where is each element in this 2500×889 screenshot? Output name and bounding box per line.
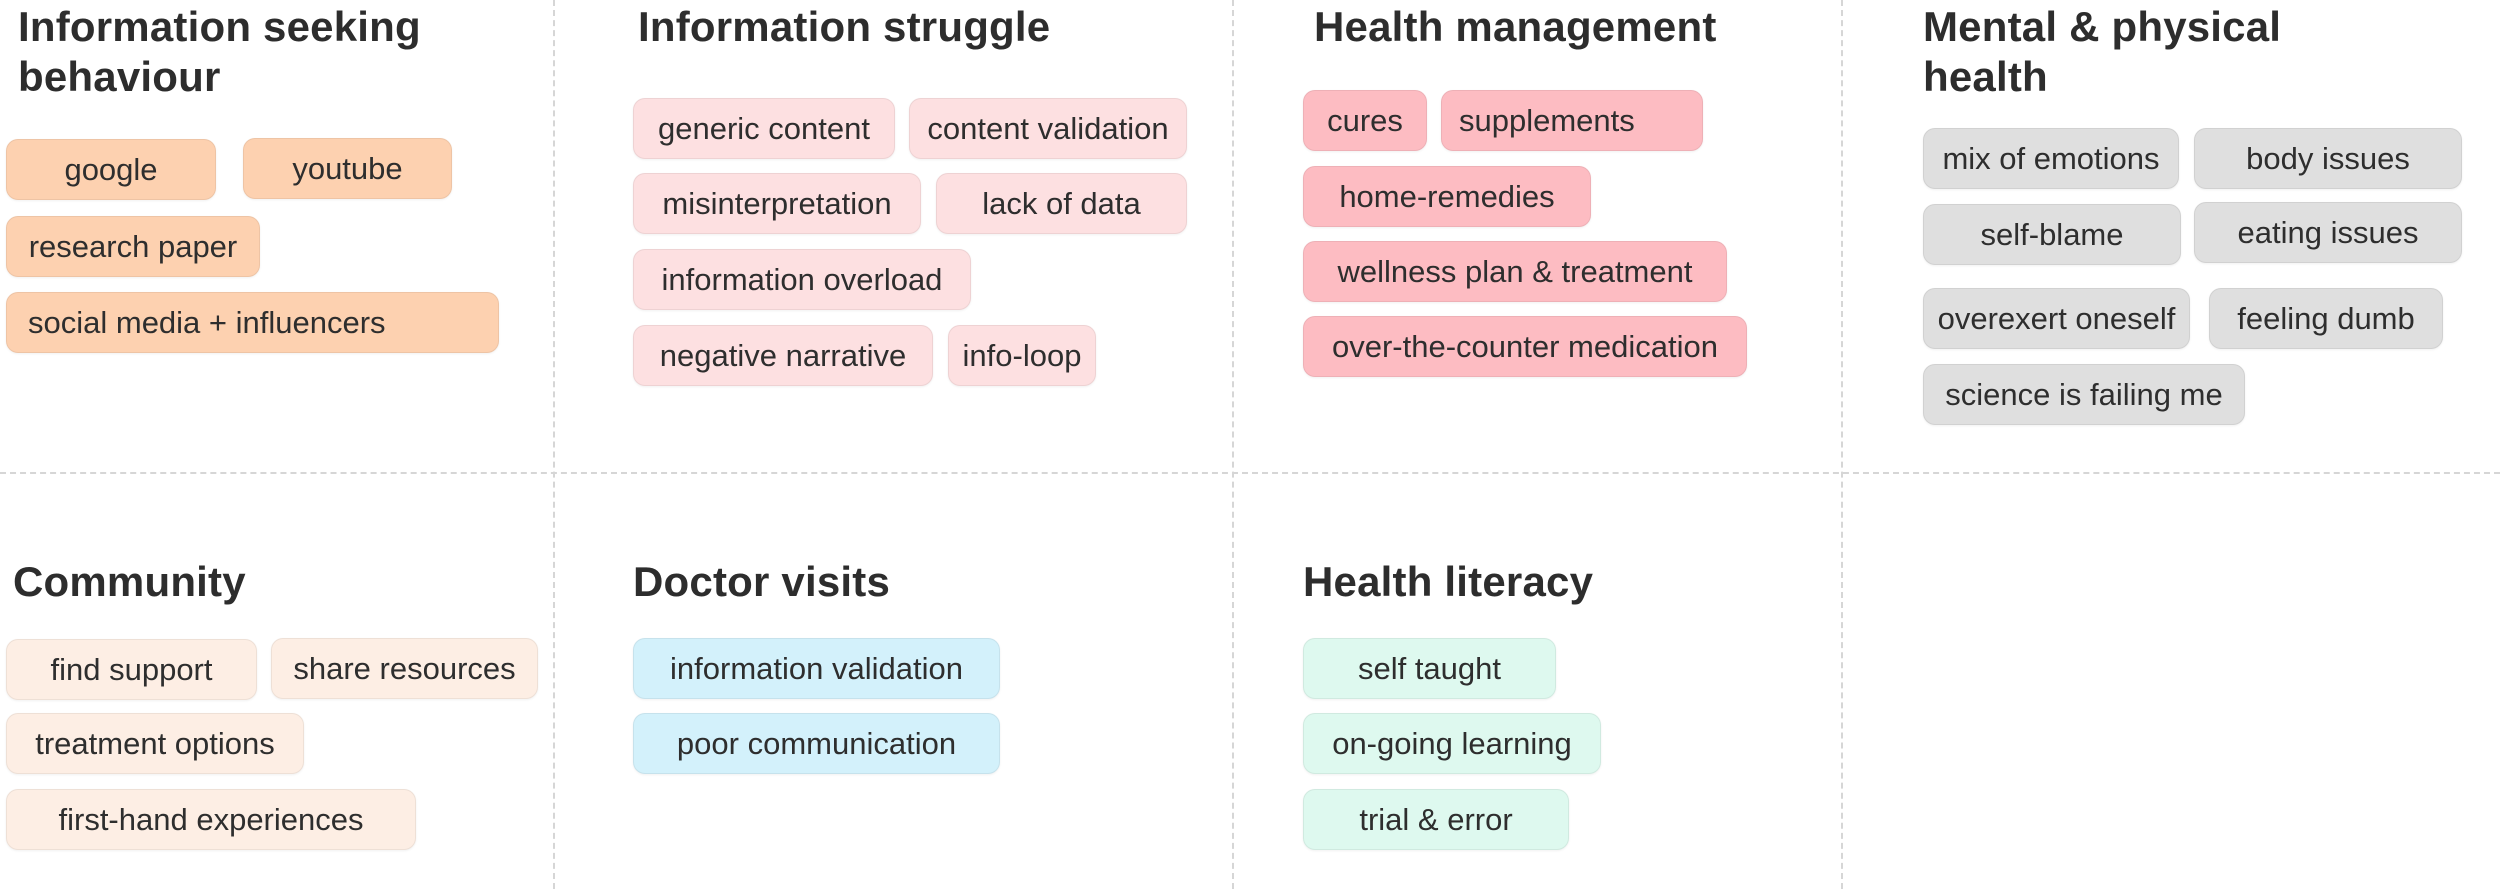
section-title: Mental & physical health [1923, 3, 2282, 100]
sticky-tag[interactable]: overexert oneself [1923, 288, 2190, 349]
sticky-tag[interactable]: wellness plan & treatment [1303, 241, 1727, 302]
sticky-tag[interactable]: poor communication [633, 713, 1000, 774]
section-title: Information seeking behaviour [18, 3, 421, 100]
section-title: Health literacy [1303, 558, 1594, 605]
sticky-tag[interactable]: lack of data [936, 173, 1187, 234]
sticky-tag[interactable]: self taught [1303, 638, 1556, 699]
sticky-tag[interactable]: feeling dumb [2209, 288, 2443, 349]
sticky-tag[interactable]: generic content [633, 98, 895, 159]
sticky-tag[interactable]: info-loop [948, 325, 1096, 386]
sticky-tag[interactable]: science is failing me [1923, 364, 2245, 425]
section-title: Information struggle [638, 3, 1051, 50]
sticky-tag[interactable]: mix of emotions [1923, 128, 2179, 189]
sticky-tag[interactable]: body issues [2194, 128, 2462, 189]
sticky-tag[interactable]: self-blame [1923, 204, 2181, 265]
sticky-tag[interactable]: over-the-counter medication [1303, 316, 1747, 377]
column-divider [1841, 0, 1843, 889]
section-title: Health management [1314, 3, 1717, 50]
sticky-tag[interactable]: content validation [909, 98, 1187, 159]
column-divider [553, 0, 555, 889]
row-divider [0, 472, 2500, 474]
sticky-tag[interactable]: social media + influencers [6, 292, 499, 353]
sticky-tag[interactable]: research paper [6, 216, 260, 277]
sticky-tag[interactable]: negative narrative [633, 325, 933, 386]
sticky-tag[interactable]: on-going learning [1303, 713, 1601, 774]
sticky-tag[interactable]: eating issues [2194, 202, 2462, 263]
sticky-tag[interactable]: first-hand experiences [6, 789, 416, 850]
sticky-tag[interactable]: cures [1303, 90, 1427, 151]
sticky-tag[interactable]: find support [6, 639, 257, 700]
sticky-tag[interactable]: google [6, 139, 216, 200]
sticky-tag[interactable]: home-remedies [1303, 166, 1591, 227]
sticky-tag[interactable]: youtube [243, 138, 452, 199]
sticky-tag[interactable]: information overload [633, 249, 971, 310]
sticky-tag[interactable]: share resources [271, 638, 538, 699]
column-divider [1232, 0, 1234, 889]
section-title: Doctor visits [633, 558, 890, 605]
sticky-tag[interactable]: information validation [633, 638, 1000, 699]
sticky-tag[interactable]: treatment options [6, 713, 304, 774]
section-title: Community [13, 558, 246, 605]
sticky-tag[interactable]: misinterpretation [633, 173, 921, 234]
sticky-tag[interactable]: supplements [1441, 90, 1703, 151]
sticky-tag[interactable]: trial & error [1303, 789, 1569, 850]
